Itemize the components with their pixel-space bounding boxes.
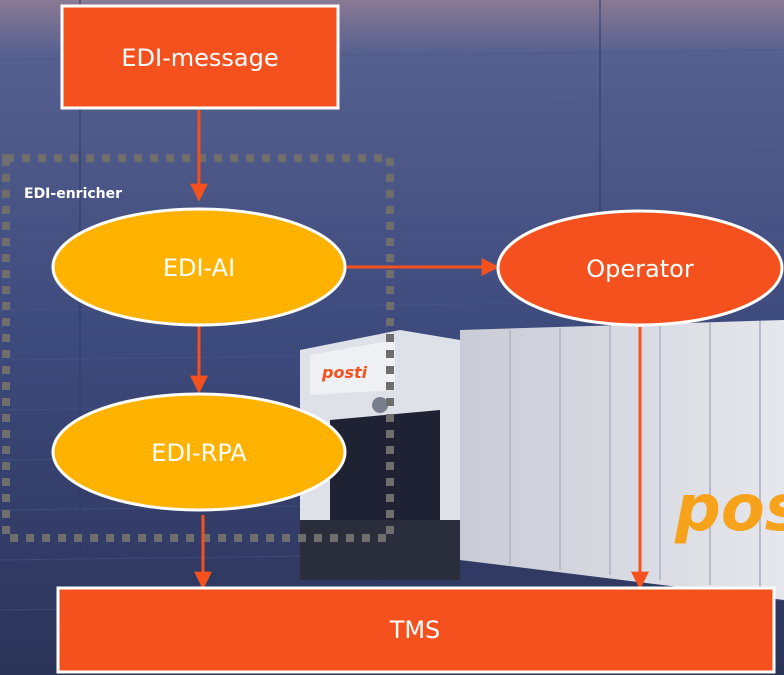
operator-label: Operator <box>586 255 694 283</box>
edi-rpa-node[interactable]: EDI-RPA <box>51 392 347 512</box>
truck-illustration: posti posti <box>300 320 784 600</box>
edi-ai-node[interactable]: EDI-AI <box>51 207 347 327</box>
edi-message-node[interactable]: EDI-message <box>60 4 340 110</box>
edi-message-label: EDI-message <box>121 44 278 72</box>
edi-enricher-label: EDI-enricher <box>24 186 122 202</box>
truck-trailer-logo: posti <box>674 472 784 546</box>
edi-ai-label: EDI-AI <box>163 254 235 282</box>
operator-node[interactable]: Operator <box>496 209 784 327</box>
tms-node[interactable]: TMS <box>56 586 776 674</box>
tms-label: TMS <box>389 616 441 644</box>
truck-cab-logo: posti <box>321 363 368 382</box>
edi-rpa-label: EDI-RPA <box>151 439 247 467</box>
